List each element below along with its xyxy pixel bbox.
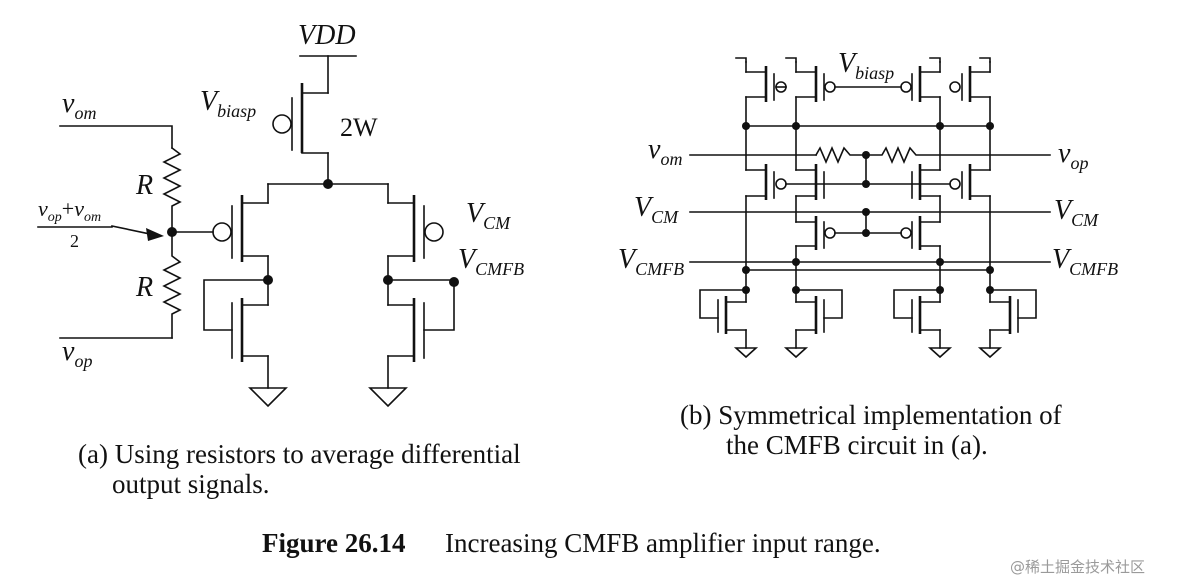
- b-resistor-right: [865, 145, 1051, 165]
- r-top-label: R: [135, 170, 153, 201]
- vbiasp-label-b: Vbiasp: [838, 48, 894, 83]
- nmos-left-diode-link: [203, 279, 269, 331]
- caption-b-line2: the CMFB circuit in (a).: [726, 430, 988, 460]
- panel-b-schematic: Vbiasp vom vop: [618, 48, 1118, 460]
- caption-a-line2: output signals.: [112, 469, 270, 499]
- vom-label-a: vom: [62, 88, 96, 123]
- vcmfb-label-b-left: VCMFB: [618, 244, 684, 279]
- b-rail-4: [979, 57, 991, 63]
- avg-arrow-head: [146, 228, 164, 241]
- pmos-top-gate-bubble: [272, 114, 292, 134]
- b-rail-2: [785, 57, 797, 63]
- pmos-right-gate-bubble: [424, 222, 444, 242]
- b-bubble-3: [900, 81, 912, 93]
- vom-label-b: vom: [648, 134, 682, 169]
- b-ground-4-icon: [977, 347, 1003, 359]
- caption-b-line1: (b) Symmetrical implementation of: [680, 400, 1062, 430]
- b-resistor-left: [814, 145, 867, 165]
- b-rail-3: [929, 57, 941, 63]
- width-label: 2W: [340, 113, 378, 142]
- avg-arrow-shaft: [111, 225, 151, 235]
- b-bubble-4: [949, 81, 961, 93]
- b-pmos-top-row: [745, 61, 991, 102]
- vcm-label-b-left: VCM: [634, 192, 679, 227]
- resistor-top: [162, 146, 182, 233]
- vcmfb-label-a: VCMFB: [458, 244, 524, 279]
- nmos-right-gate-link: [387, 279, 455, 331]
- vop-label-a: vop: [62, 336, 92, 371]
- vcmfb-node: [449, 277, 459, 287]
- resistor-bottom: [162, 231, 182, 339]
- b-rail-1: [735, 57, 747, 63]
- b-bubble-2: [824, 81, 836, 93]
- vcm-label-b-right: VCM: [1054, 195, 1099, 230]
- avg-denominator: 2: [70, 231, 79, 251]
- figure-number: Figure 26.14: [262, 528, 406, 558]
- b-nmos-row: [699, 286, 1037, 359]
- avg-numerator: vop+vom: [38, 196, 101, 225]
- b-pmos-low-row: [795, 195, 941, 250]
- panel-a-schematic: VDD Vbiasp 2W VCM: [37, 20, 524, 499]
- vop-label-b: vop: [1058, 138, 1088, 173]
- ground-left-icon: [248, 387, 288, 408]
- b-ground-1-icon: [733, 347, 759, 359]
- b-pmos-mid-row: [745, 125, 991, 200]
- b-ground-3-icon: [927, 347, 953, 359]
- vbiasp-label-a: Vbiasp: [200, 86, 256, 121]
- caption-a-line1: (a) Using resistors to average different…: [78, 439, 521, 469]
- b-ground-2-icon: [783, 347, 809, 359]
- vdd-label: VDD: [298, 20, 356, 51]
- watermark: @稀土掘金技术社区: [1010, 558, 1145, 576]
- vcm-label-a: VCM: [466, 198, 511, 233]
- pmos-left-gate-bubble: [212, 222, 232, 242]
- ground-right-icon: [368, 387, 408, 408]
- figure-title: Increasing CMFB amplifier input range.: [445, 528, 881, 558]
- vom-wire-a: [59, 125, 173, 149]
- r-bottom-label: R: [135, 272, 153, 303]
- vcmfb-label-b-right: VCMFB: [1052, 244, 1118, 279]
